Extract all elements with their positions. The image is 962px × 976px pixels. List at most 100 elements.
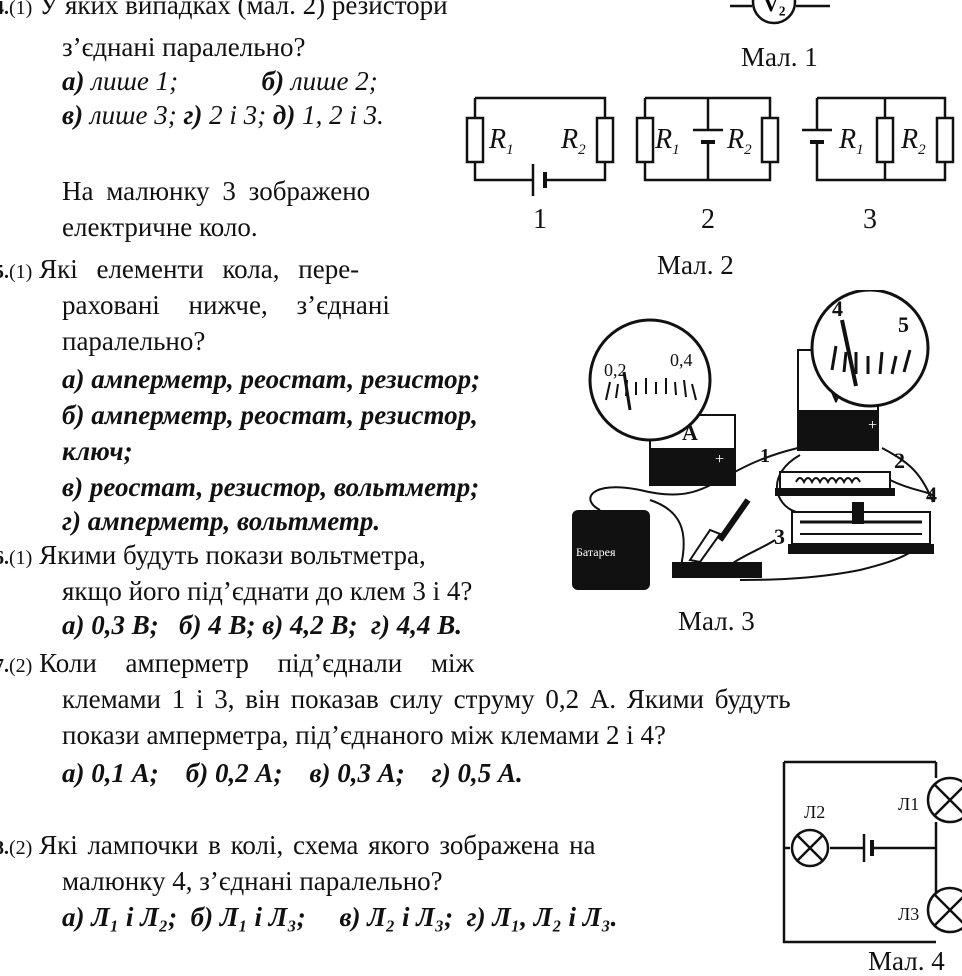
option-letter: в) [339, 902, 361, 932]
circuit-1 [465, 96, 615, 196]
option-text: Л₁, Л₂ і Л₃. [492, 902, 618, 932]
terminal-label-4: 4 [926, 482, 937, 507]
option-text: Л₁ і Л₂; [91, 902, 178, 932]
ammeter-tick-label: 0,4 [670, 350, 693, 370]
circuit-number-2: 2 [701, 204, 715, 235]
question-points: (2) [9, 837, 33, 859]
question-5-option-c: в) реостат, резистор, вольтметр; [62, 472, 479, 502]
option-text: 0,3 А; [337, 758, 405, 788]
figure-3-caption: Мал. 3 [678, 606, 755, 636]
intro-line-2: електричне коло. [62, 212, 258, 242]
label-r2: R2 [900, 124, 926, 158]
resistor-r2 [595, 116, 615, 164]
question-6-line-1: 6.(1) Якими будуть покази вольтметра, [0, 540, 426, 573]
voltmeter-symbol [751, 0, 797, 25]
lamp-l2 [790, 828, 830, 868]
resistor-r1 [875, 116, 895, 164]
option-letter: г) [62, 506, 81, 536]
question-points: (1) [9, 261, 33, 283]
option-text: 4,2 В; [290, 610, 358, 640]
question-5-option-a: а) амперметр, реостат, резистор; [62, 364, 480, 394]
option-letter: а) [62, 610, 85, 640]
question-5-option-b-cont: ключ; [62, 436, 133, 466]
option-text: амперметр, вольтметр. [87, 506, 381, 536]
option-text: амперметр, реостат, резистор, [91, 400, 478, 430]
lamp-label-l2: Л2 [804, 802, 825, 822]
figure-4: Л2 Л1 Л3 [782, 760, 962, 944]
question-4-options-row-1: а) лише 1; б) лише 2; [62, 66, 378, 96]
question-points: (1) [9, 0, 33, 19]
question-7-line-2: клемами 1 і 3, він показав силу струму 0… [62, 684, 791, 714]
terminal-label-1: 1 [760, 445, 770, 467]
option-letter: б) [261, 66, 285, 96]
resistor-r2 [935, 116, 955, 164]
voltmeter-magnifier: 4 5 [810, 290, 930, 408]
circuit-2 [635, 96, 780, 182]
question-points: (2) [9, 655, 33, 677]
question-8-line-2: малюнку 4, з’єднані паралельно? [62, 866, 443, 896]
question-7-line-1: 7.(2) Коли амперметр під’єднали між [0, 648, 474, 681]
option-letter: в) [262, 610, 284, 640]
circuit-3 [802, 96, 955, 182]
option-letter: г) [371, 610, 390, 640]
battery-label: Батарея [576, 545, 616, 559]
ammeter-magnifier: 0,2 0,4 [588, 318, 712, 442]
question-points: (1) [9, 547, 33, 569]
rheostat [788, 502, 934, 554]
option-text: лише 1; [91, 66, 179, 96]
label-r1: R1 [654, 124, 680, 158]
question-text: У яких випадках (мал. 2) резистори [39, 0, 448, 20]
option-letter: в) [309, 758, 331, 788]
ammeter-needle [622, 371, 632, 411]
option-text: 0,3 В; [91, 610, 159, 640]
question-number: 6. [0, 547, 9, 569]
resistor-coil [775, 471, 895, 496]
ammeter: A + [649, 414, 736, 486]
question-number: 8. [0, 837, 9, 859]
option-letter: а) [62, 902, 85, 932]
circuit-number-1: 1 [533, 204, 547, 235]
question-8-options: а) Л₁ і Л₂; б) Л₁ і Л₃; в) Л₂ і Л₃; г) Л… [62, 902, 617, 932]
figure-3: A + 0,2 0,4 V + [572, 290, 937, 590]
option-letter: а) [62, 66, 85, 96]
question-text: Коли амперметр під’єднали між [39, 648, 475, 678]
plus-sign: + [868, 417, 877, 434]
label-r1: R1 [488, 124, 514, 158]
option-text: лише 2; [290, 66, 378, 96]
terminal-label-3: 3 [774, 524, 785, 549]
option-text: 4 В; [208, 610, 256, 640]
option-text: 0,5 А. [457, 758, 523, 788]
option-letter: г) [183, 100, 203, 130]
resistor-r1 [465, 116, 485, 164]
switch [672, 498, 762, 578]
question-5-option-d: г) амперметр, вольтметр. [62, 506, 380, 536]
option-letter: а) [62, 364, 85, 394]
question-4-line-1: 4.(1) У яких випадках (мал. 2) резистори [0, 0, 448, 23]
lamp-l1 [926, 776, 962, 824]
voltmeter-tick-label: 4 [832, 296, 843, 321]
question-5-line-2: раховані нижче, з’єднані [62, 290, 390, 320]
ammeter-tick-label: 0,2 [604, 360, 627, 380]
question-5-line-3: паралельно? [62, 326, 206, 356]
question-text: Які елементи кола, пере- [39, 254, 360, 284]
option-letter: а) [62, 758, 85, 788]
label-r2: R2 [560, 124, 586, 158]
question-6-line-2: якщо його під’єднати до клем 3 і 4? [62, 576, 473, 606]
option-letter: д) [272, 100, 296, 130]
question-text: Якими будуть покази вольтметра, [39, 540, 426, 570]
label-r1: R1 [838, 124, 864, 158]
question-4-line-2: з’єднані паралельно? [62, 32, 306, 62]
option-letter: б) [190, 902, 214, 932]
battery: Батарея [572, 510, 650, 590]
question-number: 5. [0, 261, 9, 283]
resistor-r1 [635, 116, 655, 164]
figure-2-caption: Мал. 2 [657, 250, 734, 280]
lamp-label-l3: Л3 [898, 904, 919, 924]
option-text: 4,4 В. [396, 610, 463, 640]
label-r2: R2 [726, 124, 752, 158]
figure-1: V₂ [730, 0, 830, 25]
option-text: Л₂ і Л₃; [367, 902, 454, 932]
question-5-option-b: б) амперметр, реостат, резистор, [62, 400, 478, 430]
option-letter: б) [179, 610, 202, 640]
option-text: Л₁ і Л₃; [219, 902, 306, 932]
